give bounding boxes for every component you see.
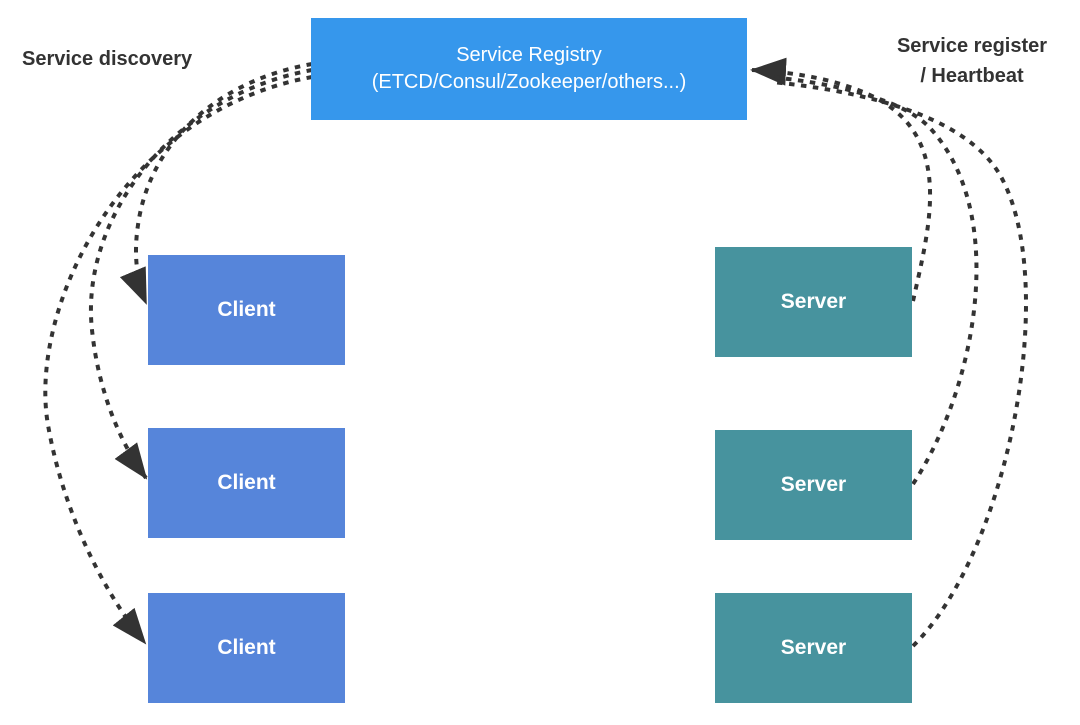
client-node-2-label: Client (217, 471, 276, 494)
client-node-1-label: Client (217, 298, 276, 321)
service-registry-node: Service Registry (ETCD/Consul/Zookeeper/… (311, 18, 747, 120)
server-node-3-label: Server (780, 636, 847, 659)
client-node-3: Client (148, 593, 345, 703)
server-node-1: Server (715, 247, 912, 357)
service-register-label-line1: Service register (896, 35, 1048, 57)
client-node-2: Client (148, 428, 345, 538)
service-registry-subtitle: (ETCD/Consul/Zookeeper/others...) (371, 71, 687, 93)
server-node-2: Server (715, 430, 912, 540)
service-discovery-label: Service discovery (22, 48, 193, 70)
service-registry-title: Service Registry (456, 44, 602, 66)
server-node-3: Server (715, 593, 912, 703)
server-node-1-label: Server (780, 290, 847, 313)
client-node-1: Client (148, 255, 345, 365)
service-register-label-line2: / Heartbeat (920, 65, 1024, 87)
register-arrow-from-server-3 (771, 80, 1028, 648)
service-register-label: Service register / Heartbeat (877, 31, 1067, 91)
server-node-2-label: Server (780, 473, 847, 496)
client-node-3-label: Client (217, 636, 276, 659)
